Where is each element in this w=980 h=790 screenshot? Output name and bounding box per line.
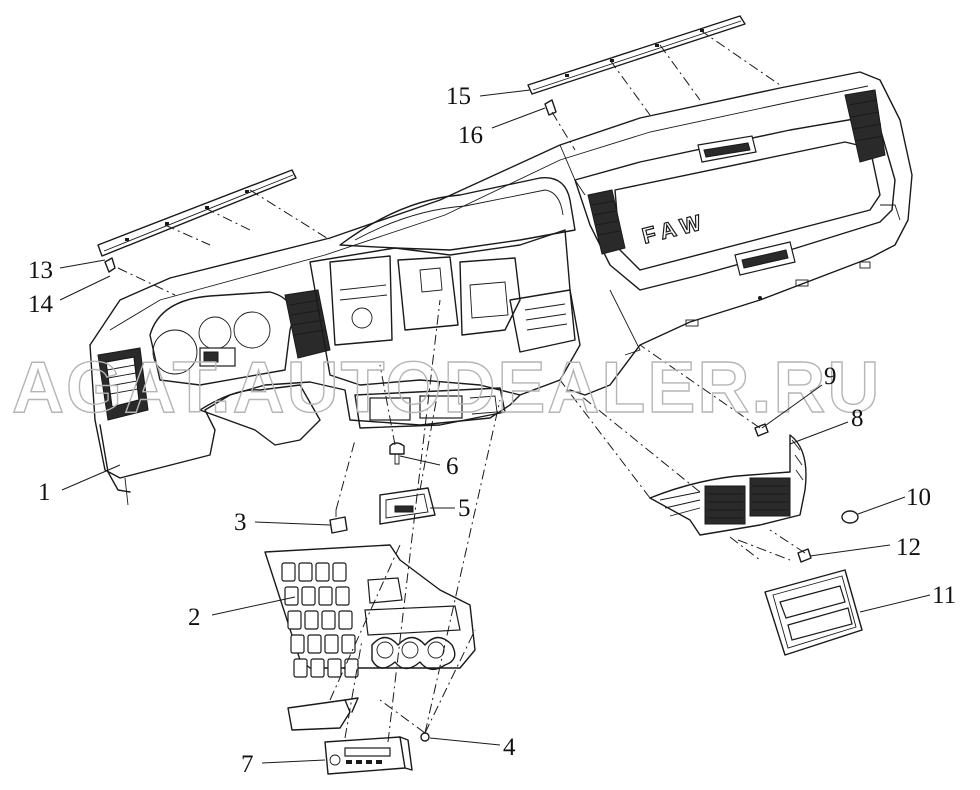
switch-blank [304, 610, 319, 630]
callout-4: 4 [503, 734, 516, 761]
watermark: AGAT.AUTODEALER.RU [12, 348, 881, 428]
callout-10: 10 [906, 484, 931, 511]
switch-blank [293, 658, 308, 678]
switch-blank [290, 634, 305, 654]
bracket-part-5 [379, 487, 436, 525]
switch-blank [281, 562, 296, 582]
callout-9: 9 [824, 363, 837, 390]
callout-12: 12 [896, 534, 921, 561]
callout-7: 7 [241, 751, 254, 778]
callout-3: 3 [234, 509, 247, 536]
clip-part-9 [754, 423, 769, 437]
switch-blank [287, 610, 302, 630]
brand-logo: FAW [640, 208, 710, 248]
switch-blank [332, 562, 347, 582]
switch-blank [315, 562, 330, 582]
callout-14: 14 [28, 291, 54, 318]
callout-1: 1 [38, 479, 51, 506]
screw-part-4 [420, 732, 430, 742]
callout-6: 6 [446, 453, 459, 480]
callout-13: 13 [28, 257, 53, 284]
lower-switch-panel [264, 544, 476, 678]
switch-blank [284, 586, 299, 606]
defroster-strip-left [97, 169, 297, 273]
callout-11: 11 [932, 582, 956, 609]
switch-blank [307, 634, 322, 654]
cup-holder-part-11 [764, 569, 863, 656]
center-vent-bezel-part-8 [649, 434, 807, 536]
switch-blank [298, 562, 313, 582]
callout-labels: 1 2 3 4 5 6 7 8 9 10 11 12 13 14 15 16 [28, 83, 956, 778]
assembly-lines [117, 29, 806, 743]
callout-2: 2 [188, 604, 201, 631]
bolt-part-6 [389, 442, 405, 465]
switch-blank [324, 634, 339, 654]
defroster-strip-right [527, 15, 746, 116]
storage-tray [287, 697, 359, 731]
clip-part-3 [329, 510, 348, 534]
switch-blank [341, 634, 356, 654]
switch-blank [301, 586, 316, 606]
callout-5: 5 [458, 495, 471, 522]
switch-blank [338, 610, 353, 630]
callout-15: 15 [446, 83, 471, 110]
dashboard-assembly: FAW [89, 71, 913, 506]
switch-blank [321, 610, 336, 630]
switch-blank [318, 586, 333, 606]
switch-blank [327, 658, 342, 678]
switch-blank [310, 658, 325, 678]
clip-part-12 [797, 548, 812, 563]
radio-part-7 [324, 736, 413, 775]
switch-blank [335, 586, 350, 606]
callout-8: 8 [851, 405, 864, 432]
leader-lines [59, 89, 931, 764]
callout-16: 16 [458, 122, 483, 149]
knob-part-10 [841, 510, 859, 524]
